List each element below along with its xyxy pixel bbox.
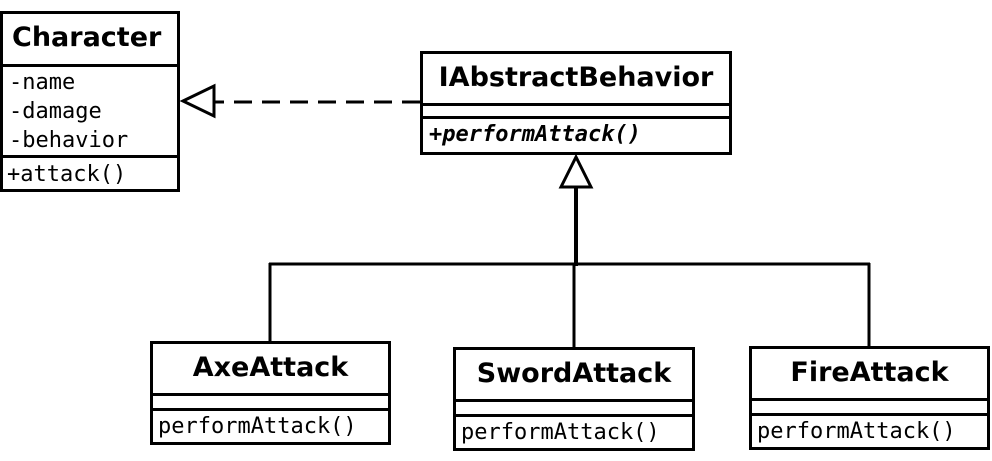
operation-perform-attack: performAttack() (757, 419, 956, 444)
operation-attack: +attack() (7, 162, 127, 187)
attribute-damage: -damage (9, 99, 102, 124)
hollow-arrowhead-up (558, 153, 594, 189)
class-sword-attack: SwordAttack performAttack() (453, 347, 695, 451)
attribute-name: -name (9, 70, 76, 95)
attribute-compartment (752, 401, 987, 416)
attribute-compartment (153, 396, 388, 411)
operation-perform-attack: +performAttack() (429, 122, 641, 147)
operation-compartment: performAttack() (752, 416, 987, 446)
attribute-behavior: -behavior (9, 128, 129, 153)
operation-perform-attack: performAttack() (461, 420, 660, 445)
operation-compartment: +performAttack() (423, 119, 729, 149)
attribute-compartment (423, 106, 729, 119)
interface-name: IAbstractBehavior (423, 54, 729, 106)
hollow-arrowhead-left (179, 83, 216, 119)
class-name: Character (3, 14, 177, 67)
class-character: Character -name -damage -behavior +attac… (0, 11, 180, 192)
operation-compartment: +attack() (3, 158, 177, 189)
operation-compartment: performAttack() (456, 417, 692, 447)
operation-perform-attack: performAttack() (158, 414, 357, 439)
attribute-compartment (456, 402, 692, 417)
class-fire-attack: FireAttack performAttack() (749, 346, 990, 450)
class-name: SwordAttack (456, 350, 692, 402)
attribute-compartment: -name -damage -behavior (3, 67, 177, 158)
operation-compartment: performAttack() (153, 411, 388, 441)
class-axe-attack: AxeAttack performAttack() (150, 341, 391, 445)
class-name: FireAttack (752, 349, 987, 401)
class-name: AxeAttack (153, 344, 388, 396)
interface-abstract-behavior: IAbstractBehavior +performAttack() (420, 51, 732, 155)
